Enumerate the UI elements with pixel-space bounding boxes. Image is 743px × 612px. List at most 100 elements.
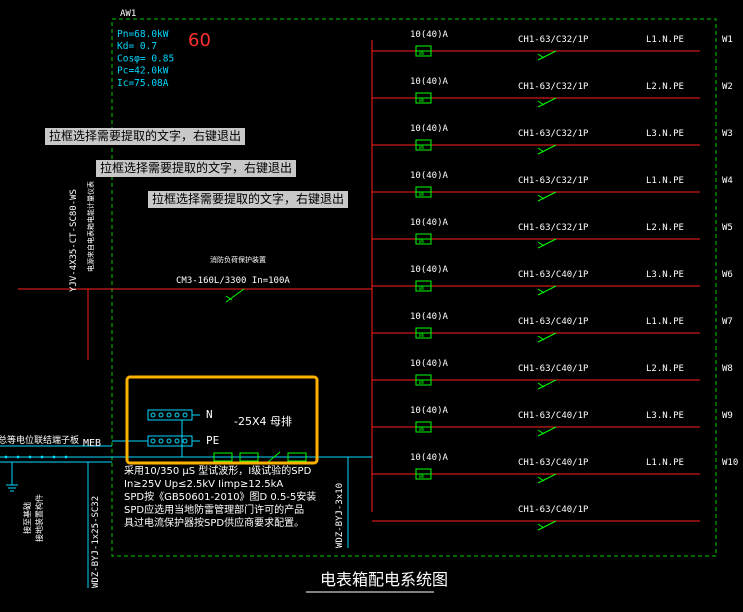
breaker-label: CH1-63/C40/1P bbox=[518, 270, 589, 280]
meter-rating: 10(40)A bbox=[410, 359, 449, 369]
busbar-pe-label: PE bbox=[206, 434, 219, 447]
breaker-trip bbox=[537, 194, 545, 200]
meter-wh: Wh bbox=[419, 333, 425, 339]
breaker-symbol bbox=[537, 50, 557, 61]
incoming-cable-label: YJV-4X35-CT-SC80-WS bbox=[69, 189, 79, 292]
circuit-row[interactable]: 10(40)A Wh CH1-63/C40/1P L2.N.PE W8 bbox=[372, 359, 733, 390]
meter-wh: Wh bbox=[419, 286, 425, 292]
meter-rating: 10(40)A bbox=[410, 406, 449, 416]
ground-note-1: 接至基础 bbox=[22, 502, 32, 534]
circuit-row[interactable]: 10(40)A Wh CH1-63/C32/1P L2.N.PE W2 bbox=[372, 77, 733, 108]
breaker-trip bbox=[537, 476, 545, 482]
meter-rating: 10(40)A bbox=[410, 171, 449, 181]
phase-label: L2.N.PE bbox=[646, 364, 684, 374]
breaker-symbol bbox=[537, 473, 557, 484]
breaker-label: CH1-63/C32/1P bbox=[518, 82, 589, 92]
breaker-label: CH1-63/C40/1P bbox=[518, 505, 589, 515]
phase-label: L3.N.PE bbox=[646, 270, 684, 280]
circuit-id: W8 bbox=[722, 364, 733, 374]
meb-cable-right: WDZ-BYJ-3x10 bbox=[335, 483, 345, 548]
phase-label: L2.N.PE bbox=[646, 82, 684, 92]
meter-wh: Wh bbox=[419, 98, 425, 104]
breaker-symbol bbox=[537, 332, 557, 343]
breaker-label: CH1-63/C32/1P bbox=[518, 176, 589, 186]
circuit-id: W2 bbox=[722, 82, 733, 92]
breaker-symbol bbox=[537, 379, 557, 390]
phase-label: L2.N.PE bbox=[646, 223, 684, 233]
handwritten-note: 60 bbox=[188, 30, 211, 51]
panel-name: AW1 bbox=[120, 9, 136, 19]
breaker-trip bbox=[537, 100, 545, 106]
meter-wh: Wh bbox=[419, 474, 425, 480]
busbar-n-label: N bbox=[206, 408, 213, 421]
meter-wh: Wh bbox=[419, 239, 425, 245]
meter-rating: 10(40)A bbox=[410, 218, 449, 228]
breaker-label: CH1-63/C32/1P bbox=[518, 223, 589, 233]
panel-param: Kd= 0.7 bbox=[117, 41, 157, 52]
spd-note-line: 采用10/350 μS 型试波形，I级试验的SPD bbox=[124, 464, 312, 477]
phase-label: L1.N.PE bbox=[646, 176, 684, 186]
breaker-symbol bbox=[537, 520, 557, 531]
meter-wh: Wh bbox=[419, 427, 425, 433]
breaker-symbol bbox=[537, 97, 557, 108]
meter-rating: 10(40)A bbox=[410, 453, 449, 463]
meter-wh: Wh bbox=[419, 380, 425, 386]
main-breaker-note: 消防负荷保护装置 bbox=[210, 255, 266, 264]
busbar-spec: -25X4 母排 bbox=[234, 414, 292, 428]
phase-label: L1.N.PE bbox=[646, 458, 684, 468]
tooltip-1: 拉框选择需要提取的文字，右键退出 bbox=[45, 128, 246, 145]
phase-label: L3.N.PE bbox=[646, 411, 684, 421]
panel-param: Pc=42.0kW bbox=[117, 66, 169, 77]
meb-terminal-note: 总等电位联结端子板 bbox=[0, 434, 79, 446]
meb-terminal-dots bbox=[4, 455, 68, 459]
breaker-symbol bbox=[537, 238, 557, 249]
meter-rating: 10(40)A bbox=[410, 77, 449, 87]
breaker-symbol bbox=[537, 144, 557, 155]
breaker-symbol bbox=[537, 426, 557, 437]
meter-wh: Wh bbox=[419, 145, 425, 151]
selection-highlight[interactable] bbox=[125, 375, 319, 465]
ground-note-2: 接地装置构件 bbox=[34, 494, 44, 542]
circuit-id: W3 bbox=[722, 129, 733, 139]
breaker-label: CH1-63/C40/1P bbox=[518, 458, 589, 468]
phase-label: L1.N.PE bbox=[646, 317, 684, 327]
main-breaker-label: CM3-160L/3300 In=100A bbox=[176, 276, 290, 286]
meter-rating: 10(40)A bbox=[410, 30, 449, 40]
breaker-label: CH1-63/C40/1P bbox=[518, 411, 589, 421]
spd-note-line: In≥25V Up≤2.5kV Iimp≥12.5kA bbox=[124, 479, 283, 490]
phase-label: L3.N.PE bbox=[646, 129, 684, 139]
circuit-row[interactable]: 10(40)A Wh CH1-63/C32/1P L3.N.PE W3 bbox=[372, 124, 733, 155]
breaker-label: CH1-63/C40/1P bbox=[518, 364, 589, 374]
circuit-id: W7 bbox=[722, 317, 733, 327]
breaker-trip bbox=[537, 429, 545, 435]
meb-label: MEB bbox=[83, 438, 101, 449]
phase-label: L1.N.PE bbox=[646, 35, 684, 45]
tooltip-3: 拉框选择需要提取的文字，右键退出 bbox=[148, 191, 349, 208]
meb-cable-left: WDZ-BYJ-1x25-SC32 bbox=[91, 496, 101, 588]
spd-note-line: 具过电流保护器按SPD供应商要求配置。 bbox=[124, 516, 304, 529]
breaker-trip bbox=[537, 147, 545, 153]
circuit-id: W1 bbox=[722, 35, 733, 45]
busbar-group bbox=[112, 409, 200, 457]
breaker-trip bbox=[537, 288, 545, 294]
spd-modules bbox=[213, 451, 307, 463]
breaker-label: CH1-63/C32/1P bbox=[518, 129, 589, 139]
breaker-trip bbox=[537, 382, 545, 388]
circuit-row[interactable]: CH1-63/C40/1P bbox=[372, 505, 700, 531]
meter-rating: 10(40)A bbox=[410, 124, 449, 134]
panel-frame bbox=[111, 18, 717, 557]
tooltip-2: 拉框选择需要提取的文字，右键退出 bbox=[96, 160, 297, 177]
meter-wh: Wh bbox=[419, 192, 425, 198]
main-breaker-symbol bbox=[225, 288, 245, 303]
